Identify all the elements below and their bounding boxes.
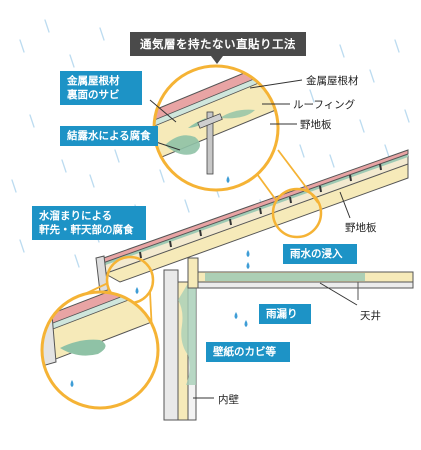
- label-sheathing-2: 野地板: [345, 222, 377, 234]
- callout-leak: 雨漏り: [259, 304, 311, 324]
- callout-rust-line1: 金属屋根材: [67, 75, 120, 87]
- label-ceiling: 天井: [360, 310, 381, 322]
- detail-circle-roof: [152, 64, 280, 192]
- callout-eaves-line2: 軒先・軒天部の腐食: [39, 224, 134, 236]
- callout-leak-text: 雨漏り: [266, 308, 298, 320]
- callout-rain-intrusion-text: 雨水の浸入: [290, 248, 343, 260]
- label-metal-roof: 金属屋根材: [306, 75, 359, 87]
- label-sheathing: 野地板: [300, 119, 332, 131]
- callout-eaves: 水溜まりによる 軒先・軒天部の腐食: [32, 206, 146, 240]
- label-inner-wall: 内壁: [218, 394, 239, 406]
- label-roofing: ルーフィング: [293, 99, 356, 111]
- callout-mold: 壁紙のカビ等: [206, 342, 290, 362]
- callout-condensation: 結露水による腐食: [60, 126, 158, 146]
- callout-mold-text: 壁紙のカビ等: [213, 346, 276, 358]
- page-title: 通気層を持たない直貼り工法: [130, 32, 306, 56]
- house-structure: [163, 257, 414, 421]
- detail-circle-small-top: [271, 187, 323, 239]
- callout-rust-line2: 裏面のサビ: [67, 89, 120, 101]
- callout-eaves-line1: 水溜まりによる: [39, 210, 113, 222]
- wall-mold-stain: [178, 270, 196, 385]
- title-pointer: [211, 56, 223, 64]
- callout-condensation-text: 結露水による腐食: [67, 130, 151, 142]
- roof-slope: [95, 149, 409, 293]
- callout-rust: 金属屋根材 裏面のサビ: [60, 71, 142, 105]
- callout-rain-intrusion: 雨水の浸入: [283, 244, 357, 264]
